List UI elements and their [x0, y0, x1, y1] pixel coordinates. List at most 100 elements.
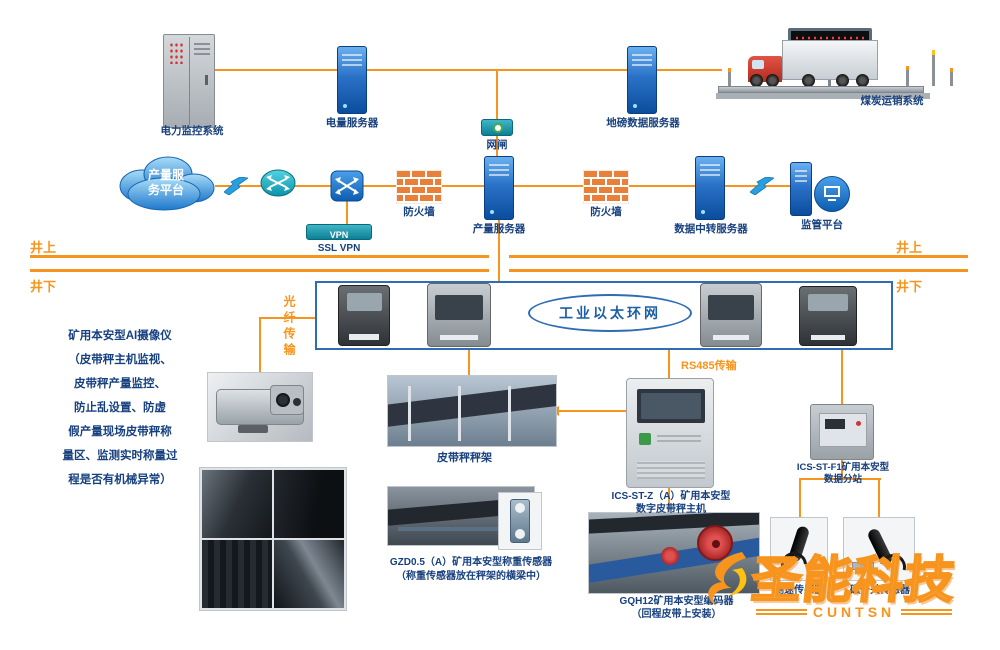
cctv-cell [274, 540, 344, 608]
cloud-platform-icon: 产量服 务平台 [112, 150, 220, 214]
network-gate-label: 网闸 [486, 139, 508, 151]
encoder-label-line1: GQH12矿用本安型编码器 [619, 596, 734, 607]
firewall-left-label: 防火墙 [403, 206, 435, 218]
ics-f1-label-line1: ICS-ST-F1矿用本安型 [796, 462, 890, 473]
belt-frame-label: 皮带秤秤架 [437, 452, 492, 464]
roller-bar [398, 527, 518, 531]
cctv-quad-view [199, 467, 347, 611]
cabinet-door-divider [189, 37, 190, 125]
ai-camera-text-line: 量区、监测实时称量过 [62, 450, 178, 462]
coal-sales-label: 煤炭运销系统 [860, 95, 924, 107]
scale-platform [718, 86, 924, 93]
host-screen-inner [641, 393, 701, 419]
ai-camera-text-line: 假产量现场皮带秤称 [68, 426, 172, 438]
cloud-label-line1: 产量服 [147, 168, 184, 182]
connector-line [497, 69, 628, 71]
brand-watermark: 圣能科技 [748, 551, 960, 609]
connector-line [841, 460, 843, 479]
scale-post [906, 66, 909, 86]
host-screen [637, 389, 705, 423]
load-cell-label-line2: （称重传感器放在秤架的横梁中） [396, 571, 546, 582]
connector-line [498, 220, 500, 281]
substation-screen [825, 419, 845, 429]
magnetic-sensor-label: 磁开关传感器 [850, 585, 910, 596]
substation-panel [819, 413, 867, 447]
connector-line [799, 478, 801, 518]
monitor-screen [824, 186, 840, 197]
above-ground-right-label: 井上 [896, 240, 923, 255]
ics-f1-substation-icon [810, 404, 874, 460]
weighbridge-server-label: 地磅数据服务器 [606, 117, 680, 129]
substation-led [856, 421, 861, 426]
truck-wheel-icon [836, 74, 849, 87]
encoder-label-line2: （回程皮带上安装） [631, 609, 722, 620]
monitor-stand [828, 199, 836, 201]
ics-f1-label-line2: 数据分站 [823, 474, 862, 485]
connector-line [496, 136, 498, 157]
encoder-photo [588, 512, 760, 594]
vpn-device-text: VPN [329, 230, 349, 240]
host-logo-icon [639, 433, 651, 445]
connector-line [468, 350, 470, 376]
brand-subtitle-text: CUNTSN [812, 604, 896, 620]
host-text-lines [657, 435, 701, 437]
ssl-vpn-label: SSL VPN [317, 243, 361, 254]
connector-line [366, 69, 497, 71]
ai-camera-text-line: 程是否有机械异常） [68, 474, 172, 486]
rs485-label: RS485传输 [681, 360, 737, 372]
load-cell-photo [498, 492, 542, 550]
below-ground-right-label: 井下 [896, 279, 923, 294]
watermark-line [901, 609, 952, 615]
cabinet-vents [194, 43, 210, 45]
cctv-cell [274, 470, 344, 538]
cabinet-handle [205, 75, 208, 85]
frame-truss [408, 386, 411, 441]
cctv-cell [202, 470, 272, 538]
magnetic-sensor-photo [843, 517, 915, 581]
connector-line [215, 69, 338, 71]
belt-frame-photo [387, 375, 557, 447]
truck-wheel-icon [802, 74, 815, 87]
light-pole [932, 50, 935, 86]
gate-logo-icon [493, 123, 503, 133]
vpn-device-icon: VPN [306, 224, 372, 240]
firewall-icon [583, 170, 629, 204]
connector-line [668, 350, 670, 379]
camera-lens-icon [276, 393, 290, 407]
brand-logo-icon [708, 552, 747, 606]
ai-camera-photo [207, 372, 313, 442]
cctv-cell [202, 540, 272, 608]
scale-base [716, 93, 930, 99]
ics-z-label-line1: ICS-ST-Z（A）矿用本安型 [611, 491, 731, 502]
encoder-wheel-icon [697, 525, 733, 561]
power-server-icon [337, 46, 367, 114]
sensor-bracket [852, 562, 874, 570]
truck-wheel-icon [856, 74, 869, 87]
fiber-line [259, 317, 261, 374]
truck-scale-group [716, 24, 966, 110]
fiber-transmission-label: 光纤传输 [282, 295, 296, 359]
cloud-label-line2: 务平台 [147, 183, 184, 197]
speed-sensor-photo [770, 517, 828, 581]
connector-line [668, 488, 670, 513]
watermark-line [756, 609, 807, 615]
belt-band [388, 382, 556, 428]
connector-line [841, 350, 843, 405]
wheel-hub [712, 540, 720, 548]
load-cell-label-line1: GZD0.5（A）矿用本安型称重传感器 [389, 557, 553, 568]
router-icon [260, 169, 296, 197]
connector-line [558, 410, 627, 412]
switch-icon [330, 170, 364, 202]
ics-z-host-icon [626, 378, 714, 488]
weighbridge-server-icon [627, 46, 657, 114]
power-server-label: 电量服务器 [325, 117, 379, 129]
camera-front [270, 385, 304, 415]
connector-line [346, 201, 348, 224]
ai-camera-text-line: 矿用本安型AI摄像仪 [68, 330, 172, 342]
below-ground-left-label: 井下 [30, 279, 57, 294]
ethernet-ring-ellipse: 工业以太环网 [528, 294, 692, 332]
divider-line [509, 269, 968, 272]
above-ground-left-label: 井上 [30, 240, 57, 255]
underground-device-icon [427, 283, 491, 347]
network-gate-icon [481, 119, 513, 136]
